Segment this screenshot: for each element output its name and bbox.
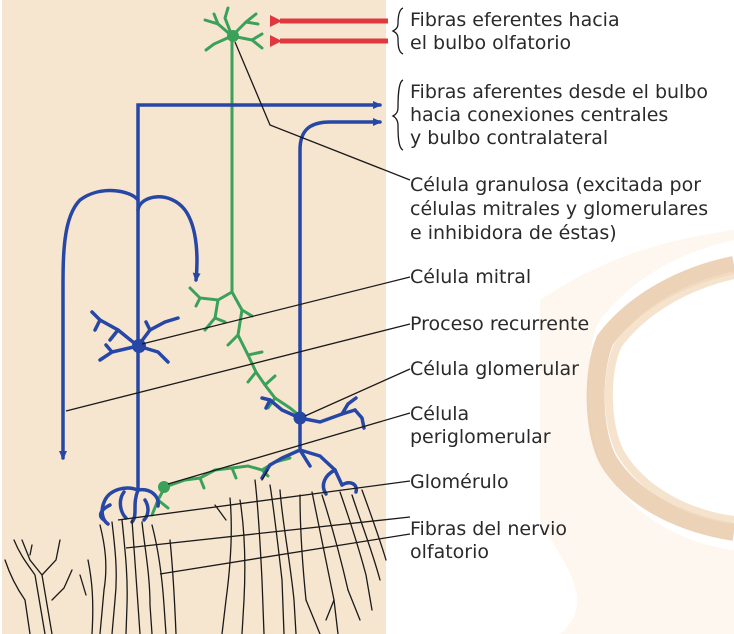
bulb-silhouette (540, 230, 734, 634)
label-periglomerular-line1: Célula (410, 403, 469, 425)
label-mitral: Célula mitral (410, 266, 531, 288)
glomerular-cell-body (294, 412, 307, 425)
label-brackets (393, 8, 403, 150)
background-panel (2, 0, 386, 634)
label-afferent-line2: hacia conexiones centrales (410, 104, 668, 126)
label-afferent-line3: y bulbo contralateral (410, 127, 608, 149)
mitral-cell-body (132, 339, 146, 353)
periglomerular-cell-body (158, 481, 170, 493)
label-efferent-line1: Fibras eferentes hacia (410, 9, 620, 31)
label-recurrent: Proceso recurrente (410, 313, 589, 335)
label-efferent-line2: el bulbo olfatorio (410, 32, 571, 54)
label-granule-line3: e inhibidora de éstas) (410, 222, 617, 244)
granule-cell-body (227, 30, 239, 42)
label-glomerulus: Glomérulo (410, 471, 509, 493)
label-olfactory-fibers-line2: olfatorio (410, 541, 489, 563)
label-afferent-line1: Fibras aferentes desde el bulbo (410, 81, 708, 103)
label-granule-line2: células mitrales y glomerulares (410, 198, 708, 220)
label-periglomerular-line2: periglomerular (410, 426, 551, 448)
label-olfactory-fibers-line1: Fibras del nervio (410, 518, 567, 540)
label-granule-line1: Célula granulosa (excitada por (410, 174, 701, 196)
label-glomerular-cell: Célula glomerular (410, 358, 579, 380)
